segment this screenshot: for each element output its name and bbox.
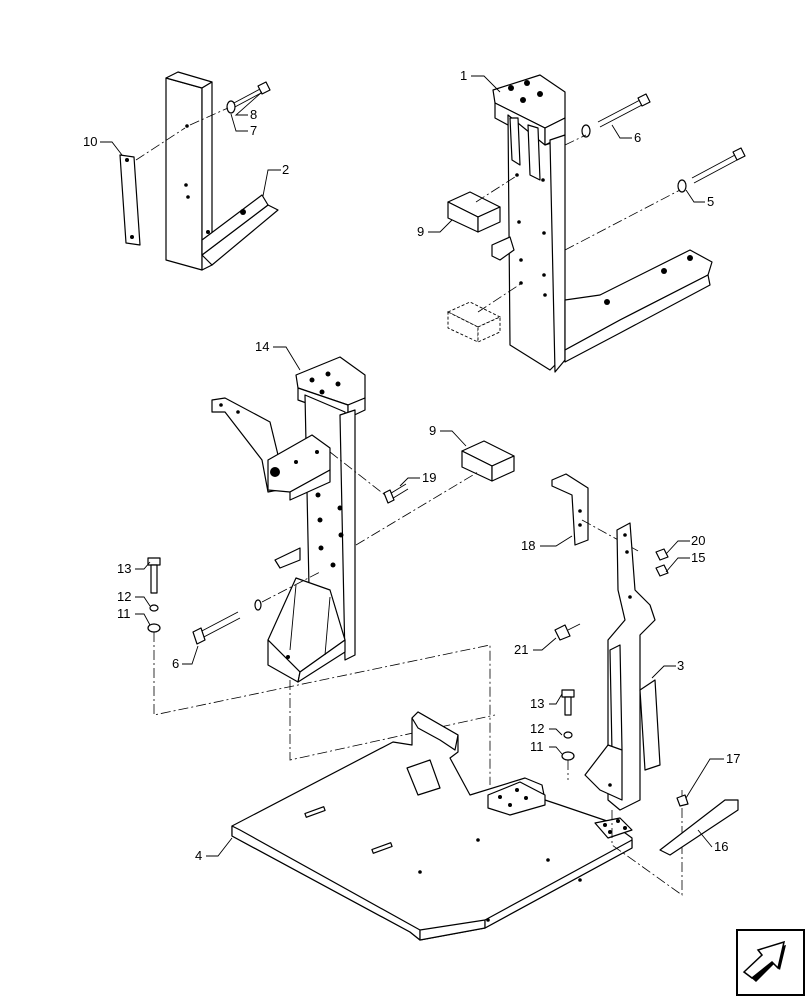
part-1-clip xyxy=(491,236,515,261)
part-13-bolt-right xyxy=(561,689,575,761)
part-20-bolt xyxy=(655,548,669,561)
part-21-bolt xyxy=(554,623,581,641)
callout-20: 20 xyxy=(691,533,705,548)
callout-4: 4 xyxy=(195,848,202,863)
callout-18: 18 xyxy=(521,538,535,553)
callout-16: 16 xyxy=(714,839,728,854)
callout-21: 21 xyxy=(514,642,528,657)
part-6-bolt-lower xyxy=(192,599,262,645)
callout-9-upper: 9 xyxy=(417,224,424,239)
part-6-bolt-upper xyxy=(597,93,651,128)
part-9-block-upper xyxy=(447,191,501,233)
callout-8: 8 xyxy=(250,107,257,122)
part-15-bolt xyxy=(655,564,669,577)
part-14-clip xyxy=(274,547,301,569)
callout-1: 1 xyxy=(460,68,467,83)
part-2-bracket xyxy=(165,71,279,271)
part-19-bolt xyxy=(383,483,409,504)
callout-10: 10 xyxy=(83,134,97,149)
callout-11-right: 11 xyxy=(530,739,544,754)
part-6-washer xyxy=(581,124,591,138)
callout-3: 3 xyxy=(677,658,684,673)
callout-13-left: 13 xyxy=(117,561,131,576)
callout-6-lower: 6 xyxy=(172,656,179,671)
part-1-column xyxy=(492,74,713,373)
callout-leaders xyxy=(100,75,724,857)
part-4-tray xyxy=(231,711,633,941)
callout-13-right: 13 xyxy=(530,696,544,711)
part-7-washer xyxy=(226,100,236,114)
part-9-block-lower xyxy=(461,440,515,482)
part-13-bolt-left xyxy=(147,557,161,633)
part-18-bracket xyxy=(551,473,589,546)
callout-11-left: 11 xyxy=(117,606,131,621)
part-10-plate xyxy=(119,154,141,246)
callout-6-upper: 6 xyxy=(634,130,641,145)
callout-5: 5 xyxy=(707,194,714,209)
callout-9-lower: 9 xyxy=(429,423,436,438)
part-14-gusset xyxy=(267,577,346,683)
part-3-plate xyxy=(584,522,661,811)
callout-12-right: 12 xyxy=(530,721,544,736)
callout-2: 2 xyxy=(282,162,289,177)
callout-19: 19 xyxy=(422,470,436,485)
part-5-bolt xyxy=(677,147,746,193)
callout-15: 15 xyxy=(691,550,705,565)
part-8-bolt xyxy=(231,81,271,109)
part-16-wedge xyxy=(659,799,739,856)
part-14-side-bracket xyxy=(211,397,331,501)
callout-12-left: 12 xyxy=(117,589,131,604)
part-9-ghost xyxy=(446,301,502,343)
callout-14: 14 xyxy=(255,339,269,354)
callout-17: 17 xyxy=(726,751,740,766)
arrow-forward-icon[interactable] xyxy=(736,929,805,996)
callout-7: 7 xyxy=(250,123,257,138)
part-17-bolt xyxy=(676,794,689,807)
